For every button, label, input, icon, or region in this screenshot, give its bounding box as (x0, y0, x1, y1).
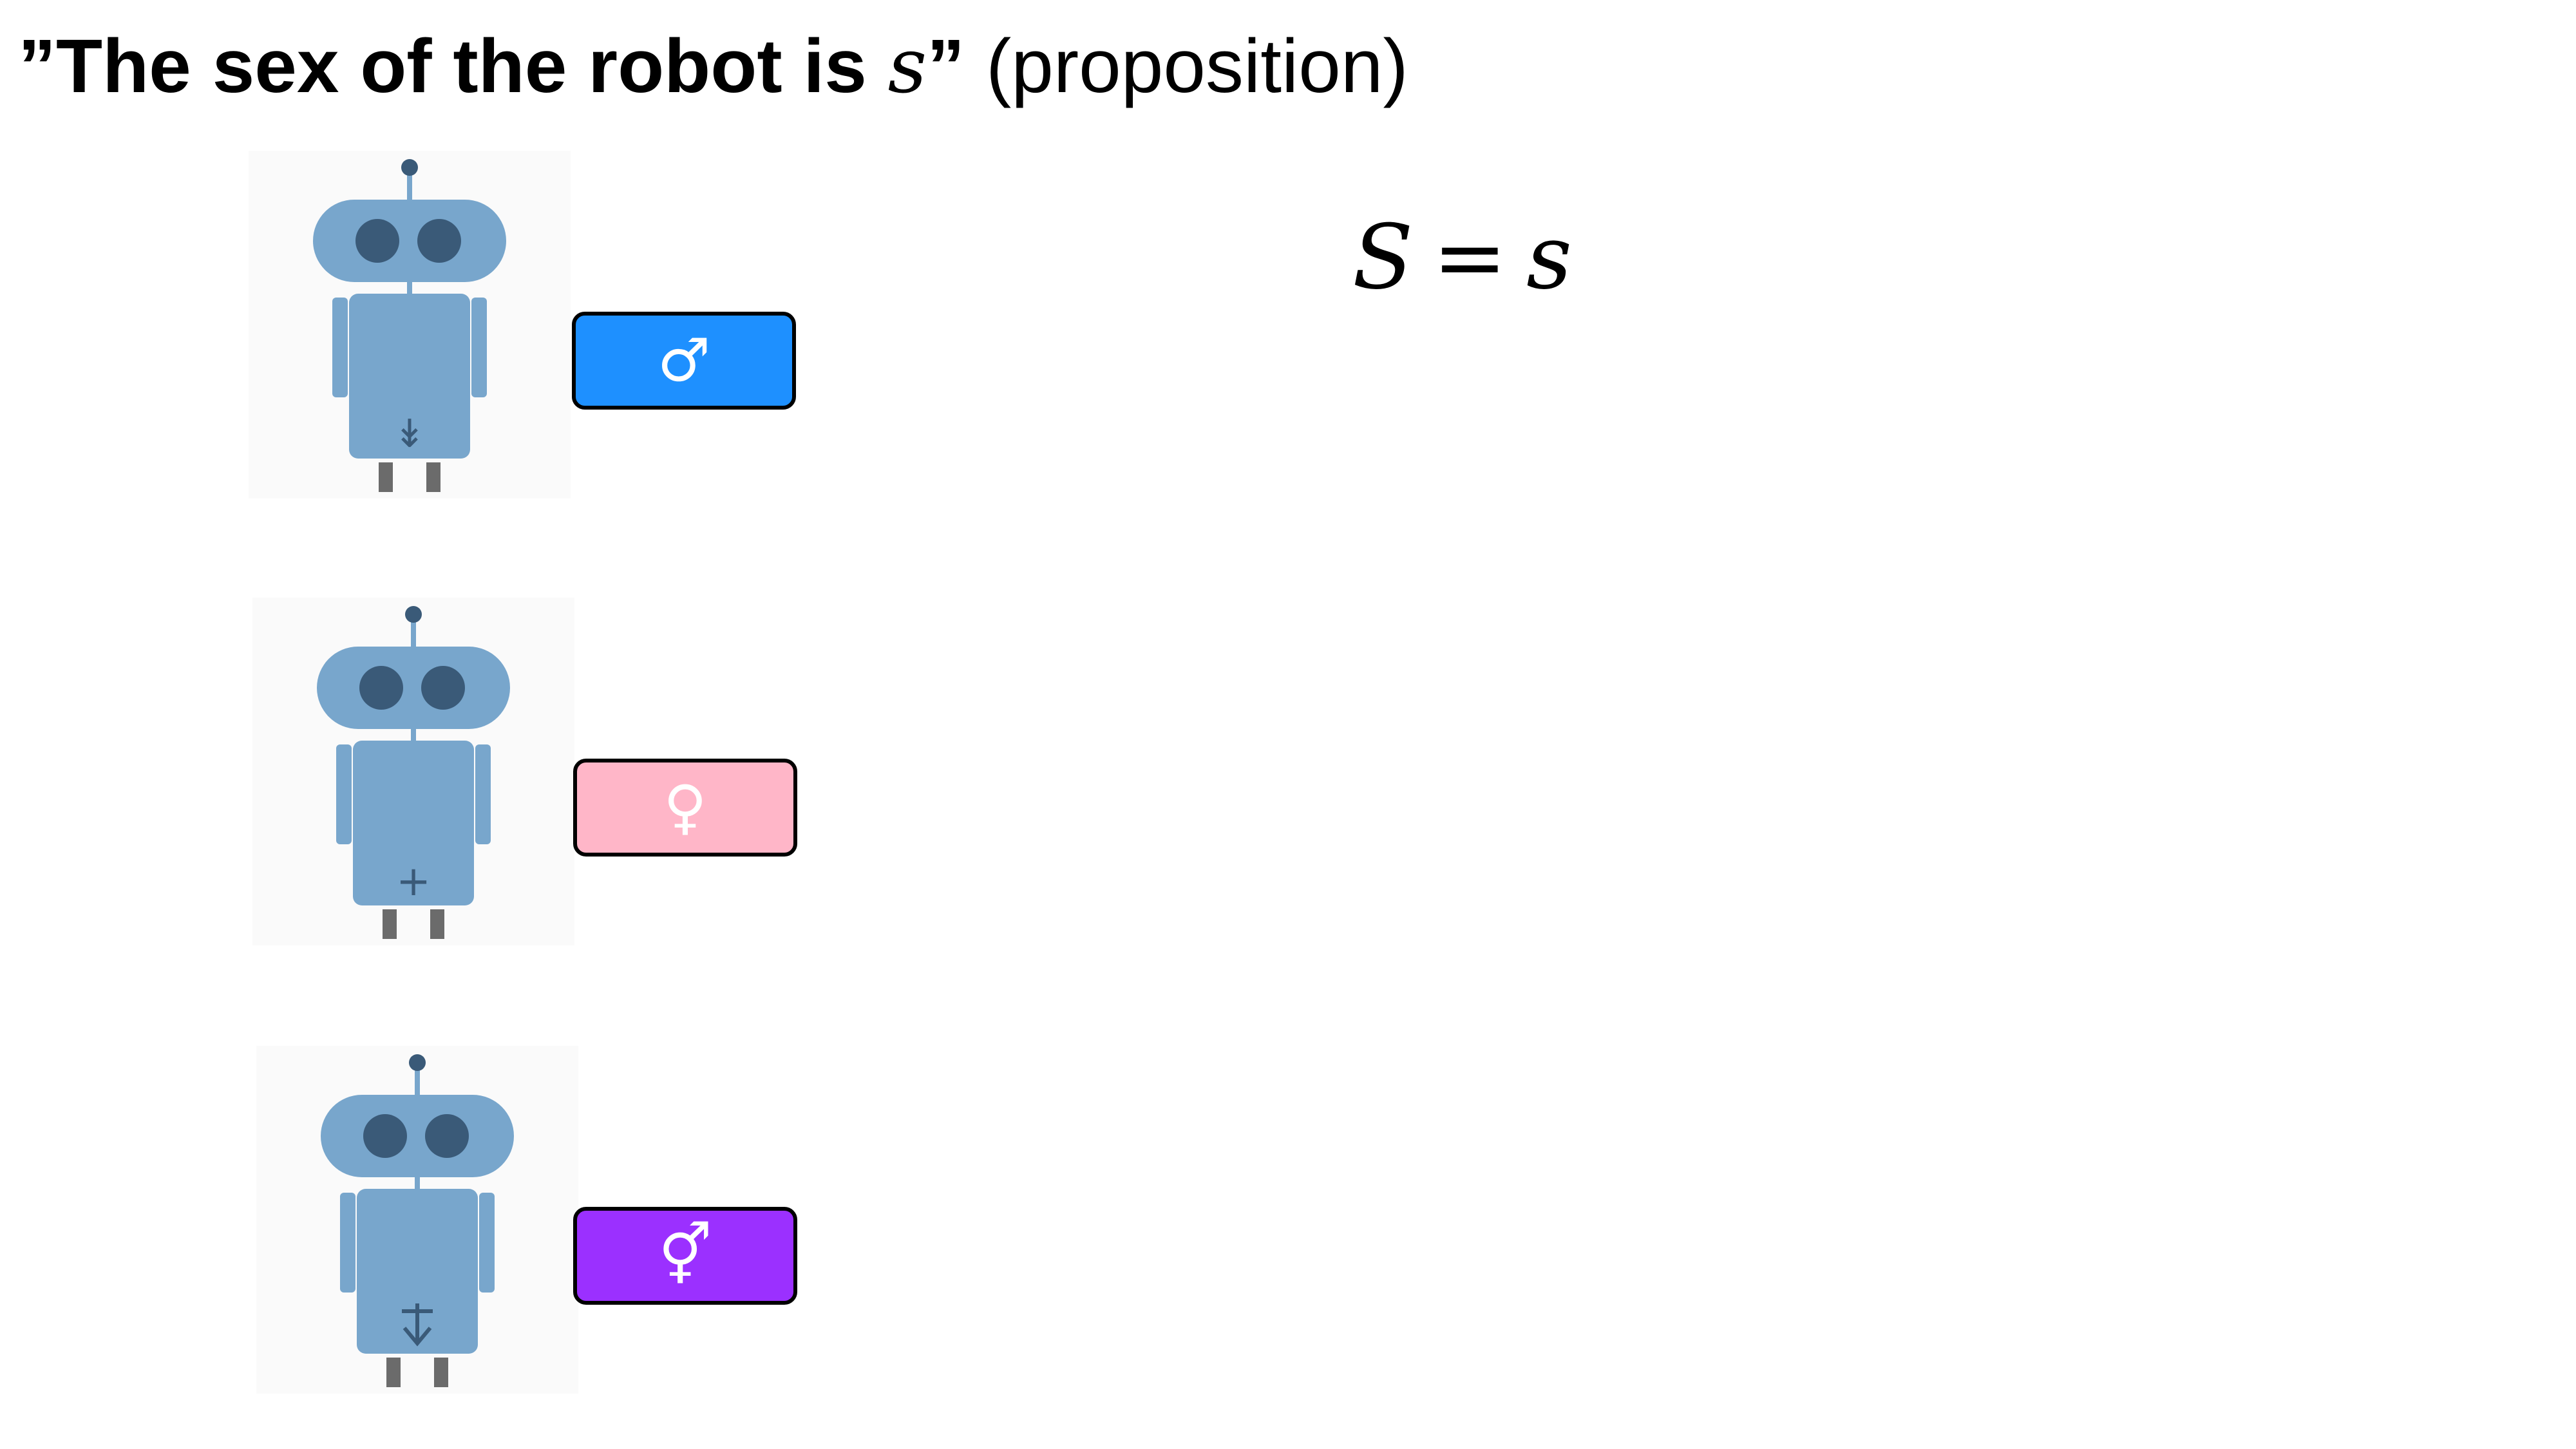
robot-leg-left (379, 462, 393, 492)
robot-leg-left (386, 1358, 401, 1387)
robot-male: ↡ (249, 151, 571, 498)
title-suffix: (proposition) (965, 24, 1408, 109)
robot-eye-right (421, 666, 465, 710)
robot-arm-right (475, 744, 491, 844)
formula-operator: = (1432, 205, 1508, 309)
formula-right-variable: s (1526, 205, 1573, 309)
robot-leg-right (426, 462, 440, 492)
robot-arm-left (340, 1193, 355, 1293)
robot-chest-symbol (402, 1303, 433, 1347)
robot-eye-right (425, 1114, 469, 1158)
female-icon: ♀ (663, 773, 707, 842)
male-icon: ♂ (657, 326, 711, 395)
robot-female-illustration: + (252, 598, 574, 945)
robot-female: + (252, 598, 574, 945)
robot-body (349, 294, 470, 459)
title-close-quote: ” (927, 24, 965, 109)
sex-box-female: ♀ (573, 759, 797, 857)
robot-antenna-tip (405, 606, 422, 623)
robot-arm-left (332, 298, 348, 397)
robot-male-illustration: ↡ (249, 151, 571, 498)
formula-left-variable: S (1352, 205, 1414, 309)
robot-antenna-tip (409, 1054, 426, 1071)
robot-eye-left (363, 1114, 407, 1158)
robot-arm-right (479, 1193, 495, 1293)
robot-chest-symbol: ↡ (393, 412, 426, 457)
robot-eye-right (417, 219, 461, 263)
robot-arm-left (336, 744, 352, 844)
robot-body (357, 1189, 478, 1354)
robot-leg-right (434, 1358, 448, 1387)
sex-box-male: ♂ (572, 312, 796, 410)
sex-box-intersex: ⚥ (573, 1207, 797, 1305)
robot-leg-right (430, 909, 444, 939)
robot-intersex (256, 1046, 578, 1394)
robot-intersex-illustration (256, 1046, 578, 1394)
robot-eye-left (359, 666, 403, 710)
robot-chest-symbol: + (396, 858, 431, 905)
robot-head (321, 1095, 514, 1177)
slide-title: ”The sex of the robot is s” (proposition… (18, 14, 1408, 118)
title-open-quote: ” (18, 24, 56, 109)
robot-leg-left (383, 909, 397, 939)
robot-head (313, 200, 506, 282)
robot-eye-left (355, 219, 399, 263)
robot-antenna-tip (401, 159, 418, 176)
robot-arm-right (471, 298, 487, 397)
formula: S=s (1352, 206, 1572, 309)
title-variable: s (887, 21, 927, 110)
robot-head (317, 647, 510, 729)
robot-body (353, 741, 474, 905)
intersex-icon: ⚥ (658, 1221, 712, 1290)
title-bold-text: The sex of the robot is (56, 24, 888, 109)
